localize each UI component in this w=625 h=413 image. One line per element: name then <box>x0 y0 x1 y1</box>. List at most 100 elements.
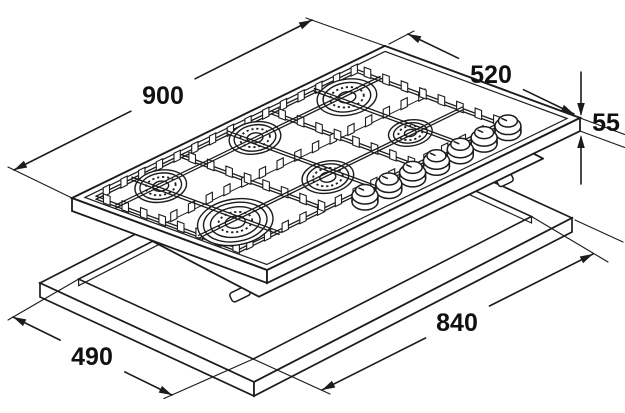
support-finger <box>208 132 217 146</box>
control-knob <box>375 172 403 200</box>
arrowhead <box>158 385 172 395</box>
dimension-line <box>194 19 313 80</box>
arrowhead <box>560 104 574 114</box>
dim-label-hob-height: 55 <box>592 109 620 137</box>
support-finger <box>205 191 213 206</box>
support-finger <box>400 96 408 111</box>
control-knob <box>398 160 427 188</box>
arrowhead <box>322 380 336 390</box>
support-finger <box>188 151 197 165</box>
arrowhead <box>408 34 422 44</box>
knob-cap <box>402 160 423 175</box>
knob-marker <box>477 129 484 133</box>
burner-ring <box>233 123 277 152</box>
knob-marker <box>382 175 389 180</box>
arrowhead <box>577 135 585 148</box>
burner-ring <box>224 215 246 229</box>
dim-label-hob-depth: 520 <box>470 61 512 89</box>
grate-rail <box>313 90 463 147</box>
extension-line <box>305 17 386 47</box>
arrowhead <box>579 254 593 264</box>
support-finger <box>474 107 483 121</box>
support-finger <box>352 135 360 149</box>
support-finger <box>158 213 167 227</box>
grate-rail <box>131 176 280 233</box>
burner-flame-ring <box>312 166 344 188</box>
support-finger <box>278 107 286 121</box>
burner-flame-ring <box>329 86 365 109</box>
arrowhead <box>13 317 27 327</box>
support-finger <box>299 192 307 206</box>
extension-line <box>530 215 609 263</box>
support-finger <box>176 220 185 234</box>
support-finger <box>350 63 358 77</box>
dimension-line <box>13 110 132 171</box>
support-finger <box>225 165 233 179</box>
support-finger <box>363 66 372 80</box>
support-finger <box>258 165 267 180</box>
grate-rail <box>131 179 280 236</box>
support-finger <box>382 73 390 87</box>
burner-flame-ring <box>217 210 254 234</box>
knob-marker <box>358 187 365 191</box>
extension-line <box>579 117 625 136</box>
knob-marker <box>405 164 412 168</box>
burner-flame-ring <box>239 127 271 149</box>
support-finger <box>297 89 305 103</box>
support-finger <box>120 175 128 189</box>
burner-ring <box>306 163 350 192</box>
support-finger <box>281 219 289 234</box>
support-finger <box>276 157 284 171</box>
support-finger <box>317 199 326 213</box>
knob-cap <box>378 172 400 186</box>
control-knob <box>422 149 451 177</box>
support-finger <box>191 140 199 155</box>
support-finger <box>102 193 111 207</box>
support-finger <box>155 157 164 172</box>
dim-label-cutout-depth: 490 <box>71 343 113 371</box>
extension-line <box>163 358 254 400</box>
dim-label-hob-width: 900 <box>142 82 184 110</box>
arrowhead <box>14 160 28 170</box>
knob-marker <box>501 117 508 122</box>
support-finger <box>170 208 178 223</box>
dimension-line <box>321 337 427 391</box>
burner <box>196 197 274 247</box>
burner-ring <box>209 206 261 239</box>
dim-label-cutout-width: 840 <box>436 309 478 337</box>
control-knobs <box>351 114 522 211</box>
extension-line <box>252 358 331 395</box>
burner-flame-ring <box>144 176 177 197</box>
burner-ring <box>139 172 183 201</box>
knob-cap <box>354 183 376 198</box>
knob-cap <box>473 125 495 140</box>
support-finger <box>262 178 270 192</box>
support-finger <box>333 128 342 142</box>
burner-ring <box>322 81 372 113</box>
support-finger <box>173 149 181 164</box>
burner-ring <box>337 90 357 104</box>
support-finger <box>243 172 252 186</box>
grate-rail <box>313 87 463 144</box>
support-finger <box>299 210 307 225</box>
support-finger <box>102 183 111 198</box>
knob-cap <box>497 114 519 128</box>
support-finger <box>389 148 397 162</box>
control-knob <box>446 137 475 165</box>
support-finger <box>262 106 270 121</box>
knob-cap <box>426 149 447 163</box>
support-finger <box>419 86 427 100</box>
extension-line <box>7 278 80 321</box>
extension-line <box>579 130 625 149</box>
burner-ring <box>202 201 268 243</box>
grate-rail <box>226 133 376 189</box>
grate-rail <box>197 109 464 240</box>
countertop-front-edge <box>253 216 573 398</box>
extension-line <box>7 166 73 199</box>
support-finger <box>400 79 409 94</box>
knob-marker <box>453 140 460 145</box>
support-finger <box>311 139 320 154</box>
knob-cap <box>450 137 471 151</box>
